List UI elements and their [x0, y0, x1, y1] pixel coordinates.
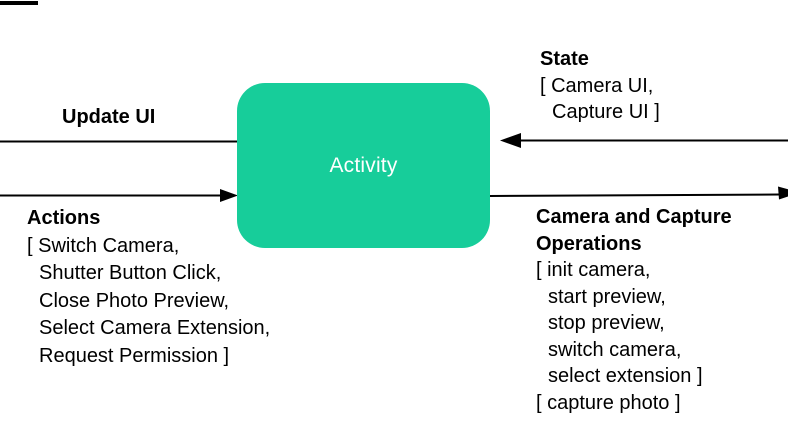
actions-item: [ Switch Camera,	[27, 234, 180, 257]
operations-arrowhead-clipped	[778, 186, 788, 200]
actions-block: Actions [ Switch Camera, Shutter Button …	[27, 205, 270, 370]
state-block: State [ Camera UI, Capture UI ]	[540, 46, 660, 126]
activity-label: Activity	[329, 153, 398, 177]
operations-block: Camera and Capture Operations [ init cam…	[536, 204, 732, 416]
operations-arrow-line	[489, 193, 781, 197]
operations-item: [ capture photo ]	[536, 391, 681, 414]
update-ui-label: Update UI	[62, 106, 156, 128]
actions-item: Request Permission ]	[39, 344, 230, 367]
operations-title-line2: Operations	[536, 232, 642, 255]
operations-item: switch camera,	[548, 338, 682, 361]
clipped-edge-fragment	[0, 1, 38, 5]
operations-item: select extension ]	[548, 365, 703, 387]
operations-item: [ init camera,	[536, 259, 651, 281]
state-arrowhead	[500, 133, 521, 148]
actions-arrowhead	[220, 189, 238, 202]
actions-item: Shutter Button Click,	[39, 262, 222, 284]
actions-item: Close Photo Preview,	[39, 289, 230, 312]
activity-node: Activity	[237, 83, 490, 248]
state-item: Capture UI ]	[552, 101, 660, 123]
operations-item: stop preview,	[548, 312, 665, 334]
operations-item: start preview,	[548, 285, 666, 308]
actions-title: Actions	[27, 207, 101, 229]
operations-title-line1: Camera and Capture	[536, 206, 732, 228]
state-item: [ Camera UI,	[540, 74, 654, 97]
state-title: State	[540, 48, 589, 70]
actions-item: Select Camera Extension,	[39, 317, 271, 339]
